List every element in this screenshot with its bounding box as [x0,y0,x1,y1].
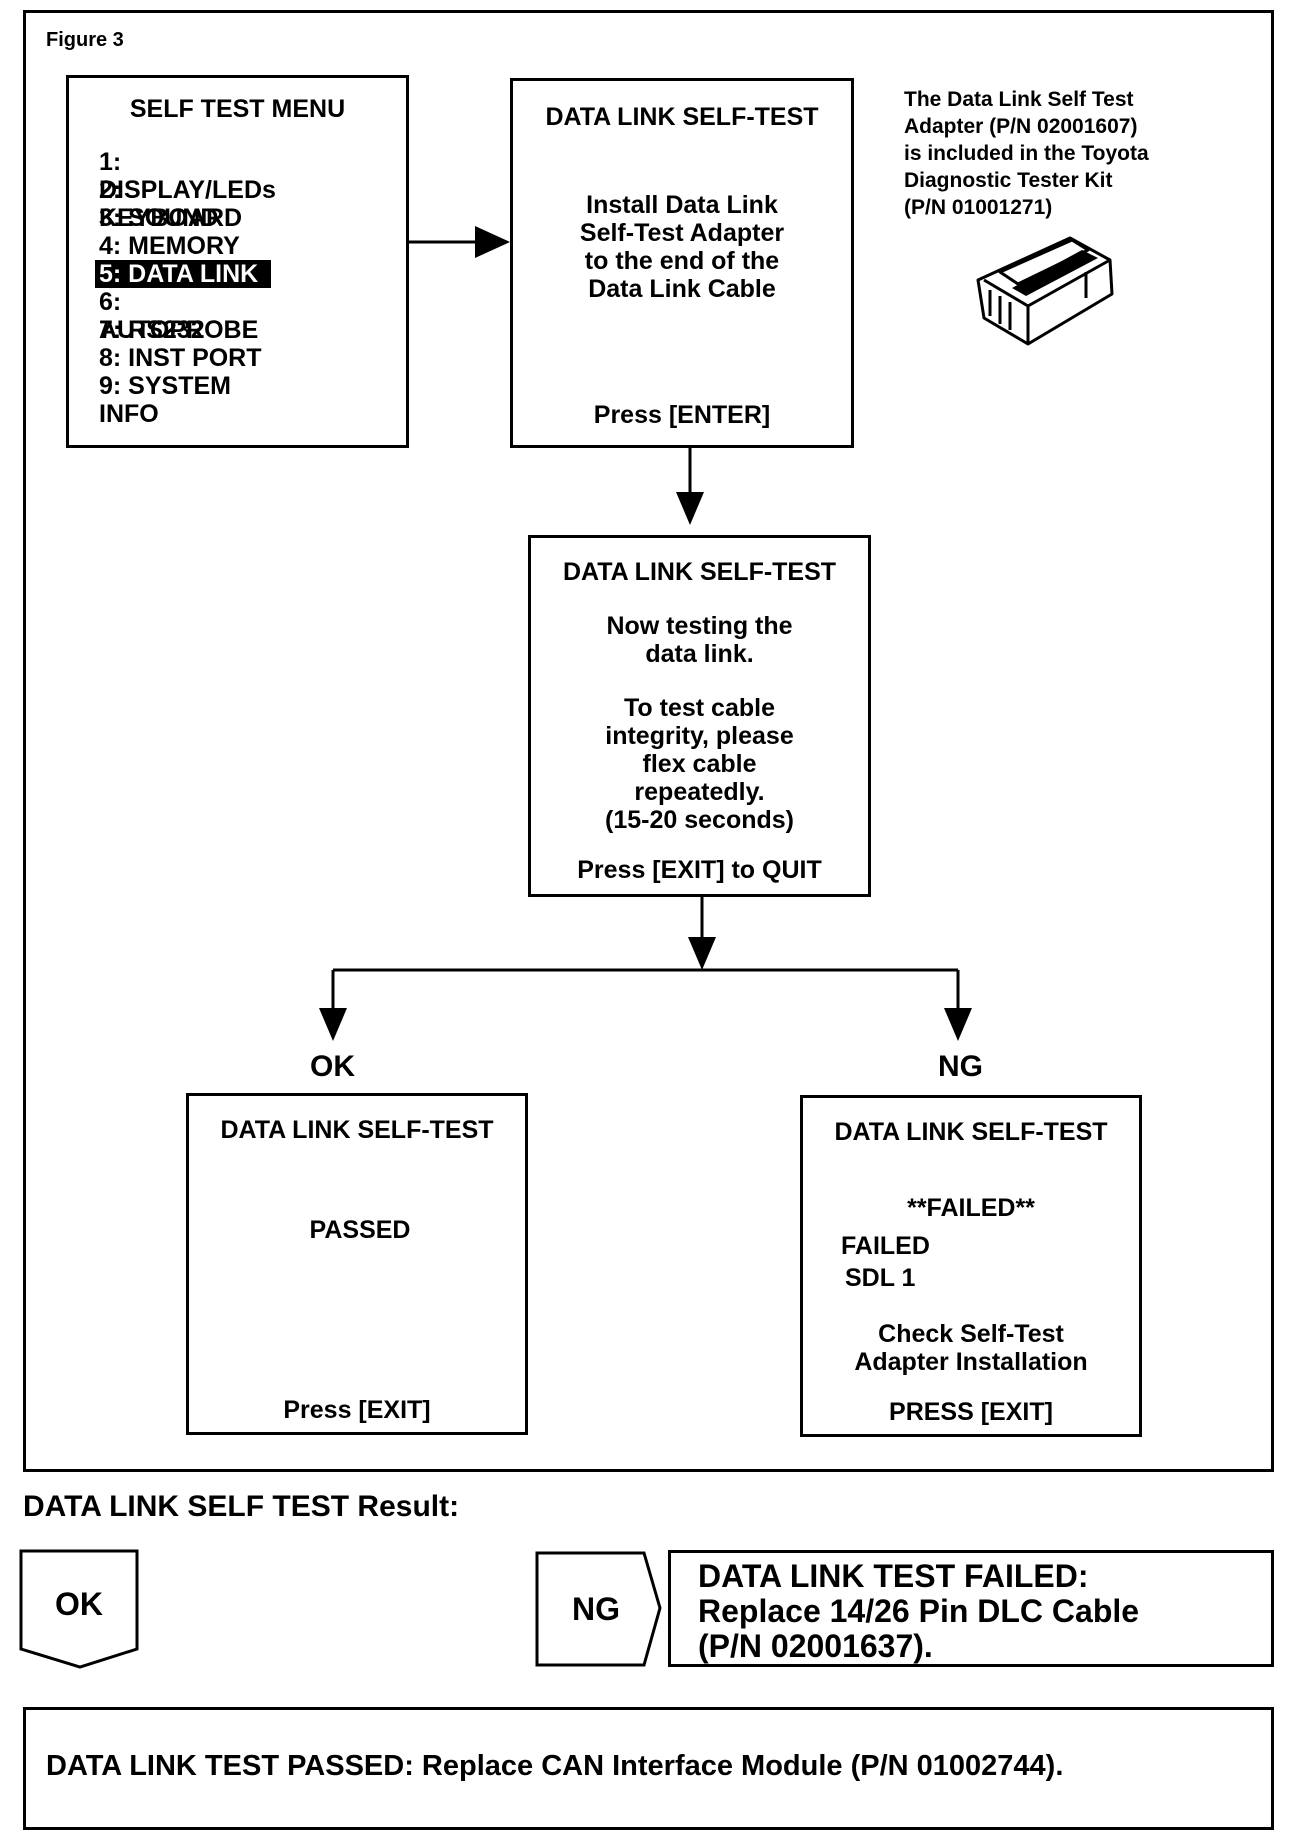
passed-status: PASSED [309,1216,411,1244]
arrow-head-down-2 [688,937,716,970]
testing-line: (15-20 seconds) [605,806,794,834]
arrow-head-right [475,226,510,258]
result-ng-line-3: (P/N 02001637). [698,1628,933,1664]
failed-detail-1: FAILED [841,1232,930,1260]
result-ok-text: DATA LINK TEST PASSED: Replace CAN Inter… [46,1750,1064,1782]
arrow-head-down-ok [319,1008,347,1041]
result-ng-tag: NG [535,1551,662,1667]
testing-line: To test cable [624,694,775,722]
install-footer: Press [ENTER] [593,401,771,429]
failed-screen: DATA LINK SELF-TEST **FAILED** FAILED SD… [800,1095,1142,1437]
self-test-adapter-icon [976,236,1114,346]
menu-item[interactable]: 9: SYSTEM INFO [99,372,231,428]
testing-line: Now testing the [606,612,793,640]
branch-ng-label: NG [938,1050,983,1083]
failed-screen-title: DATA LINK SELF-TEST [834,1118,1108,1146]
passed-screen-title: DATA LINK SELF-TEST [220,1116,494,1144]
menu-item[interactable]: 7: RS232 [99,316,205,344]
install-line-4: Data Link Cable [588,275,776,303]
testing-line: integrity, please [605,722,794,750]
adapter-note-line: The Data Link Self Test [904,88,1134,111]
passed-footer: Press [EXIT] [283,1396,431,1424]
adapter-note-line: is included in the Toyota [904,142,1149,165]
adapter-note-line: (P/N 01001271) [904,196,1053,219]
menu-item[interactable]: 2: KEYBOARD [99,176,243,232]
menu-item[interactable]: 3: SOUND [99,204,219,232]
install-line-3: to the end of the [584,247,780,275]
failed-status: **FAILED** [907,1194,1035,1222]
result-ok-box: DATA LINK TEST PASSED: Replace CAN Inter… [23,1707,1274,1830]
install-line-2: Self-Test Adapter [579,219,785,247]
result-ok-tag: OK [19,1549,139,1669]
install-line-1: Install Data Link [586,191,778,219]
testing-line: flex cable [642,750,757,778]
passed-screen: DATA LINK SELF-TEST PASSED Press [EXIT] [186,1093,528,1435]
install-screen-title: DATA LINK SELF-TEST [545,103,819,131]
adapter-note: The Data Link Self Test Adapter (P/N 020… [904,86,1149,221]
menu-item[interactable]: 6: AUTOPROBE [99,288,259,344]
result-ng-line-1: DATA LINK TEST FAILED: [698,1558,1089,1594]
menu-item-selected[interactable]: 5: DATA LINK [95,260,271,288]
menu-title: SELF TEST MENU [129,95,346,123]
testing-line: repeatedly. [634,778,765,806]
testing-screen-title: DATA LINK SELF-TEST [562,558,837,586]
install-adapter-screen: DATA LINK SELF-TEST Install Data Link Se… [510,78,854,448]
adapter-note-line: Adapter (P/N 02001607) [904,115,1138,138]
failed-footer: PRESS [EXIT] [889,1398,1053,1426]
testing-line: data link. [645,640,754,668]
result-ng-tag-text: NG [572,1591,620,1627]
arrow-head-down-1 [676,492,704,525]
menu-item[interactable]: 1: DISPLAY/LEDs [99,148,276,204]
failed-line: Check Self-Test [878,1320,1064,1348]
arrow-head-down-ng [944,1008,972,1041]
result-ng-line-2: Replace 14/26 Pin DLC Cable [698,1593,1140,1629]
testing-screen: DATA LINK SELF-TEST Now testing the data… [528,535,871,897]
result-ok-tag-text: OK [55,1586,103,1622]
result-ng-box: DATA LINK TEST FAILED: Replace 14/26 Pin… [668,1550,1274,1667]
result-heading: DATA LINK SELF TEST Result: [23,1490,460,1523]
figure-label: Figure 3 [46,29,124,51]
failed-detail-2: SDL 1 [845,1264,916,1292]
branch-ok-label: OK [310,1050,355,1083]
menu-item[interactable]: 4: MEMORY [99,232,240,260]
adapter-note-line: Diagnostic Tester Kit [904,169,1113,192]
failed-line: Adapter Installation [854,1348,1088,1376]
testing-footer: Press [EXIT] to QUIT [577,856,822,884]
menu-item[interactable]: 8: INST PORT [99,344,262,372]
